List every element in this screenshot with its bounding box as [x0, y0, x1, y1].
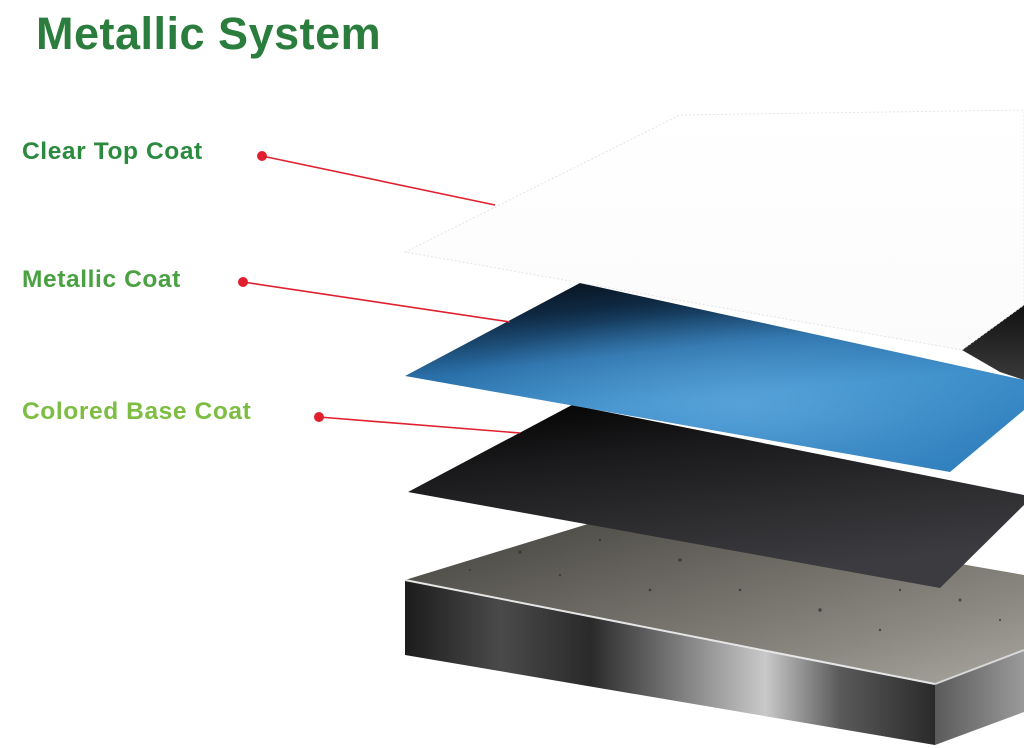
- slab-corner-highlight: [934, 649, 1024, 685]
- callout-metallic-coat: [238, 277, 511, 323]
- label-clear-top-coat: Clear Top Coat: [22, 138, 203, 165]
- slab-front-face: [405, 580, 935, 745]
- callout-line: [242, 281, 511, 323]
- callout-line: [261, 155, 496, 206]
- slab-top-edge-highlight: [404, 579, 936, 685]
- slab-right-face: [935, 650, 1024, 745]
- page-title: Metallic System: [36, 8, 382, 59]
- clear-top-coat-layer: [403, 109, 1024, 380]
- callout-colored-base-coat: [314, 412, 521, 434]
- clear-coat-sheet: [403, 109, 1024, 351]
- callout-line: [318, 416, 521, 434]
- clear-coat-edge: [962, 305, 1024, 380]
- concrete-speckles: [469, 538, 1002, 632]
- label-metallic-coat: Metallic Coat: [22, 266, 181, 293]
- callout-clear-top-coat: [257, 151, 496, 206]
- colored-base-coat-layer: [408, 405, 1024, 588]
- metallic-coat-layer: [405, 283, 1024, 472]
- label-colored-base-coat: Colored Base Coat: [22, 398, 252, 425]
